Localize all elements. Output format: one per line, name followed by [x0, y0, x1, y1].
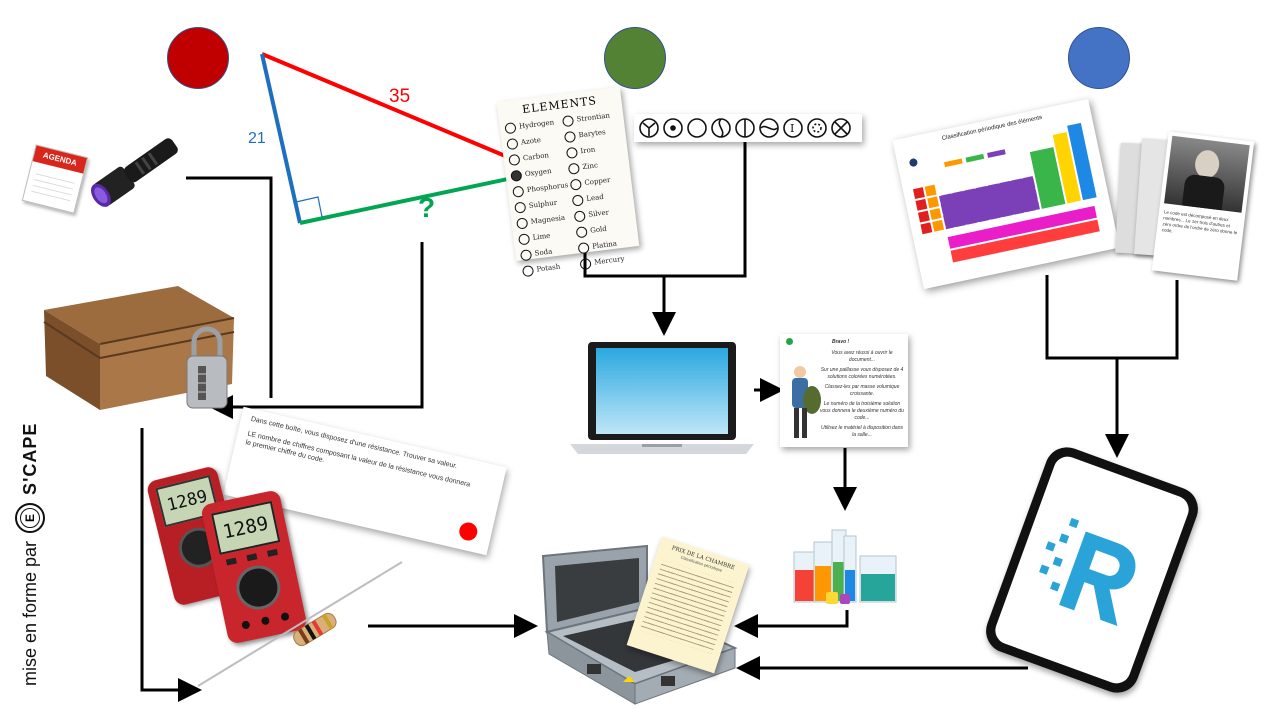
scape-logo-icon: E	[15, 503, 45, 533]
triangle-vertical-side	[262, 54, 300, 223]
laptop-icon	[568, 340, 754, 458]
unknown-label: ?	[418, 192, 435, 224]
uv-flashlight-icon	[80, 124, 190, 214]
portrait-card: Le code est décomposé en deux nombres...…	[1152, 131, 1254, 280]
card-line-5: Utilisez le matériel à disposition dans …	[820, 425, 904, 439]
green-status-dot	[786, 338, 793, 345]
red-status-dot	[457, 521, 479, 543]
calendar-icon: AGENDA	[22, 140, 84, 210]
character-illustration	[786, 364, 822, 444]
card-line-4: Le numéro de la troisième solution vous …	[820, 401, 904, 422]
triangle-base-side	[300, 176, 522, 223]
symbol-strip-glyphs: I	[637, 117, 859, 139]
sheet-table-lines	[640, 560, 735, 654]
triangle-hypotenuse	[262, 54, 522, 163]
multimeter-front-display: 1289	[211, 501, 280, 555]
resistor-icon	[196, 560, 406, 690]
success-message-card: Bravo ! Vous avez réussi à ouvrir le doc…	[780, 334, 908, 447]
hypotenuse-label: 35	[389, 86, 410, 108]
card-line-2: Sur une paillasse vous disposez de 4 sol…	[820, 367, 904, 381]
svg-text:I: I	[790, 122, 794, 135]
card-line-3: Classez-les par masse volumique croissan…	[820, 384, 904, 398]
colored-solutions-beakers-icon	[786, 512, 906, 610]
watermark-brand: S'CAPE	[20, 423, 41, 495]
portrait-image	[1164, 136, 1250, 213]
side-label: 21	[248, 130, 266, 148]
scape-watermark: mise en forme par E S'CAPE	[10, 316, 50, 686]
card-line-1: Vous avez réussi à ouvrir le document...	[820, 350, 904, 364]
watermark-prefix: mise en forme par	[20, 541, 41, 686]
portrait-card-text: Le code est décomposé en deux nombres...…	[1156, 207, 1245, 245]
element-symbol-strip: I	[634, 114, 862, 142]
padlock-icon	[184, 326, 232, 416]
elements-chart-sheet: ELEMENTS Hydrogen Azote Carbon Oxygen Ph…	[497, 87, 640, 261]
card-title: Bravo !	[832, 339, 849, 346]
